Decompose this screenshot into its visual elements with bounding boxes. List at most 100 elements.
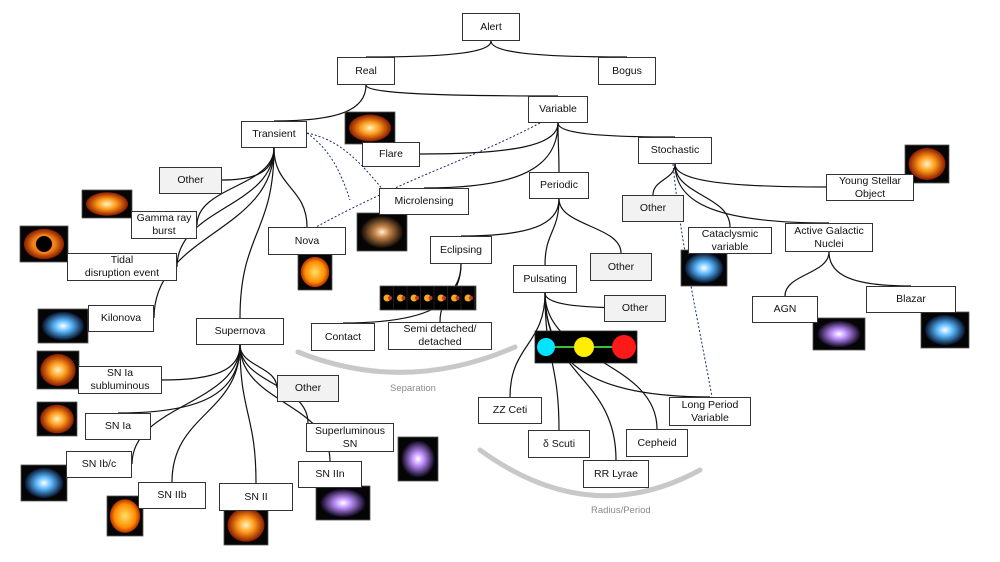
tree-edge [674,163,731,228]
node-active-galactic-nuclei[interactable]: Active Galactic Nuclei [785,223,873,252]
sn-iin-image [315,485,371,521]
tree-edge [652,163,676,196]
eclipsing-star-dot [424,294,431,302]
tree-edge [153,147,275,319]
tree-edge [196,147,275,226]
node-other-transient[interactable]: Other [159,167,222,194]
node-sn-iib[interactable]: SN IIb [138,482,206,509]
node-semi-detached[interactable]: Semi detached/ detached [388,322,492,350]
node-kilonova[interactable]: Kilonova [88,305,154,332]
tree-edge [239,344,257,484]
tree-edge [490,40,628,58]
edge-layer [117,40,912,484]
sn-ia-subluminous-image [36,350,80,390]
eclipsing-star-dot [451,294,458,302]
node-microlensing[interactable]: Microlensing [379,188,469,215]
dotted-link [306,132,396,206]
tree-edge [460,198,560,237]
node-bogus[interactable]: Bogus [598,57,656,85]
tree-edge [509,292,546,398]
superluminous-sn-image [397,436,439,482]
tde-image [19,225,69,263]
node-gamma-ray-burst[interactable]: Gamma ray burst [131,211,197,239]
cataclysmic-variable-image [680,249,728,287]
separation-caption: Separation [390,383,436,394]
tree-edge [558,198,622,254]
pulsation-dot-medium [574,337,594,357]
node-sn-ia[interactable]: SN Ia [85,413,151,440]
tree-edge [239,147,275,319]
bracket-arcs [295,344,703,499]
radius-period-arc [477,447,703,499]
tree-edge [176,147,275,268]
node-nova[interactable]: Nova [268,227,346,255]
node-cataclysmic-variable[interactable]: Cataclysmic variable [688,227,772,254]
node-variable[interactable]: Variable [528,96,588,123]
node-transient[interactable]: Transient [241,121,307,148]
agn-image [812,317,866,351]
node-rr-lyrae[interactable]: RR Lyrae [583,460,649,488]
tree-edge [557,122,676,138]
dotted-link [306,132,351,201]
node-zz-ceti[interactable]: ZZ Ceti [478,397,542,424]
nova-image [297,253,333,291]
sn-ia-image [36,401,78,437]
node-sn-iin[interactable]: SN IIn [298,461,362,488]
separation-arc [295,344,518,375]
tree-edge [171,344,241,483]
node-other-stochastic[interactable]: Other [622,195,684,222]
tree-edge [784,251,830,297]
pulsation-dot-large [612,335,636,359]
tree-edge [273,147,308,228]
eclipsing-sequence-image [379,285,477,311]
node-young-stellar-object[interactable]: Young Stellar Object [826,174,914,201]
pulsation-dot-small [537,338,555,356]
tree-edge [674,163,830,224]
tree-edge [423,122,559,189]
node-agn[interactable]: AGN [752,296,818,323]
eclipsing-star-dot [437,294,445,302]
node-other-pulsating[interactable]: Other [604,295,666,322]
pulsation-size-image [534,330,638,364]
sn-ibc-image [20,464,68,502]
node-sn-ia-subluminous[interactable]: SN Ia subluminous [78,366,162,394]
gamma-ray-burst-image [81,189,133,219]
eclipsing-star-dot [383,294,391,302]
node-sn-ii[interactable]: SN II [219,483,293,511]
node-supernova[interactable]: Supernova [196,318,284,345]
node-superluminous-sn[interactable]: Superluminous SN [306,423,394,452]
tree-edge [828,251,912,287]
node-real[interactable]: Real [337,57,395,85]
radius-period-caption: Radius/Period [591,505,651,516]
sn-ii-image [223,504,269,546]
node-stochastic[interactable]: Stochastic [638,137,712,164]
thumbnail-images [19,111,970,546]
node-contact[interactable]: Contact [311,323,375,351]
node-long-period-variable[interactable]: Long Period Variable [669,397,751,426]
node-flare[interactable]: Flare [362,142,420,167]
eclipsing-star-dot [464,294,472,302]
tree-edge [131,344,241,465]
node-cepheid[interactable]: Cepheid [626,429,688,457]
node-periodic[interactable]: Periodic [529,172,589,199]
node-tidal-disruption-event[interactable]: Tidal disruption event [67,253,177,281]
node-eclipsing[interactable]: Eclipsing [430,236,492,264]
sn-iib-image [106,495,144,537]
blazar-image [920,311,970,349]
tree-edge [674,163,827,188]
flare-image [344,111,396,145]
node-delta-scuti[interactable]: δ Scuti [528,430,590,458]
node-alert[interactable]: Alert [462,13,520,41]
node-blazar[interactable]: Blazar [866,286,956,313]
kilonova-image [37,308,89,344]
microlensing-image [356,212,408,252]
tree-edge [544,292,711,398]
eclipsing-star-dot [397,294,404,302]
node-pulsating[interactable]: Pulsating [513,265,577,293]
tree-edge [365,84,559,97]
node-other-periodic[interactable]: Other [590,253,652,281]
node-other-supernova[interactable]: Other [277,375,339,402]
node-sn-ibc[interactable]: SN Ib/c [66,451,132,478]
